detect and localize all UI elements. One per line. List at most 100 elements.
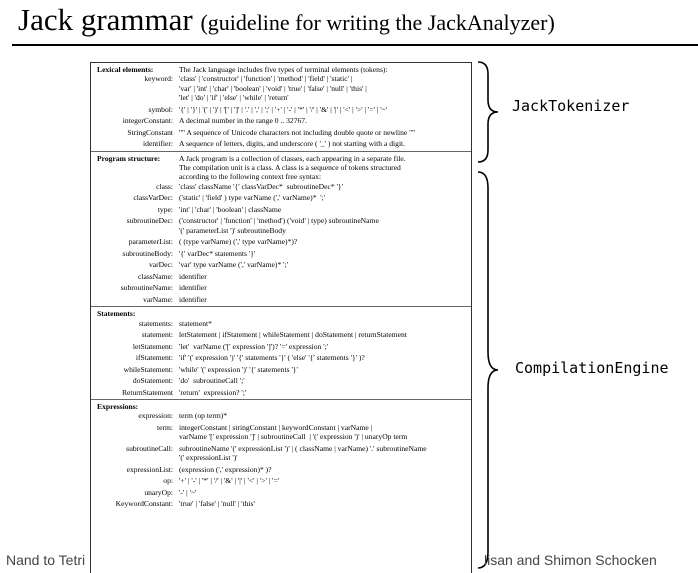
engine-label: CompilationEngine <box>515 359 669 377</box>
rule-definition: term (op term)* <box>179 411 228 421</box>
rule-definition: letStatement | ifStatement | whileStatem… <box>179 330 407 340</box>
rule-definition: '"' A sequence of Unicode characters not… <box>179 127 416 137</box>
footer-right-text: lisan and Shimon Schocken <box>484 552 657 568</box>
grammar-rule-row: subroutineCall: subroutineName '(' expres… <box>91 444 471 463</box>
grammar-table: Lexical elements: The Jack language incl… <box>90 62 472 573</box>
section-intro: The Jack language includes five types of… <box>179 65 388 74</box>
rule-name: statement: <box>141 330 173 340</box>
section-title: Lexical elements: <box>97 65 154 74</box>
rule-name: op: <box>163 476 173 486</box>
section-title: Expressions: <box>97 401 139 411</box>
title-main: Jack grammar <box>18 2 193 37</box>
rule-definition: 'true' | 'false' | 'null' | 'this' <box>179 499 255 509</box>
rule-name: subroutineBody: <box>122 248 173 258</box>
grammar-rule-row: varName: identifier <box>91 295 471 304</box>
rule-definition: 'let' varName ('[' expression ']')? '=' … <box>179 341 329 351</box>
rule-definition: '{' varDec* statements '}' <box>179 248 256 258</box>
title-subtitle: (guideline for writing the JackAnalyzer) <box>200 10 555 35</box>
grammar-rule-row: className: identifier <box>91 272 471 281</box>
grammar-rule-row: ifStatement: 'if' '(' expression ')' '{' … <box>91 353 471 362</box>
tokenizer-label: JackTokenizer <box>512 97 630 115</box>
rule-definition: '{' | '}' | '(' | ')' | '[' | ']' | '.' … <box>179 104 388 114</box>
grammar-rule-row: whileStatement: 'while' '(' expression ')… <box>91 365 471 374</box>
grammar-rule-row: subroutineDec: ('constructor' | 'function… <box>91 216 471 235</box>
rule-definition: ( (type varName) (',' type varName)*)? <box>179 237 298 247</box>
grammar-rule-row: expressionList: (expression (',' expressi… <box>91 465 471 474</box>
grammar-rule-row: subroutineBody: '{' varDec* statements '}… <box>91 249 471 258</box>
rule-name: symbol: <box>148 104 173 114</box>
expressions-section: Expressions: expression: term (op term)* t… <box>91 400 471 511</box>
grammar-rule-row: parameterList:( (type varName) (',' type… <box>91 237 471 246</box>
grammar-rule-row: op:'+' | '-' | '*' | '/' | '&' | '|' | '… <box>91 476 471 485</box>
rule-definition: statement* <box>179 318 212 328</box>
grammar-rule-row: classVarDec: ('static' | 'field' ) type v… <box>91 193 471 202</box>
program-section: Program structure: A Jack program is a c… <box>91 152 471 308</box>
rule-name: expressionList: <box>126 464 173 474</box>
footer-left-text: Nand to Tetri <box>6 552 86 568</box>
program-rows: class:'class' className '{' classVarDec*… <box>91 182 471 304</box>
lexical-section: Lexical elements: The Jack language incl… <box>91 63 471 152</box>
grammar-rule-row: doStatement:'do' subroutineCall ';' <box>91 376 471 385</box>
grammar-rule-row: statements:statement* <box>91 319 471 328</box>
rule-name: type: <box>157 204 173 214</box>
rule-name: ifStatement: <box>135 353 173 363</box>
grammar-rule-row: integerConstant:A decimal number in the … <box>91 116 471 125</box>
rule-definition: (expression (',' expression)* )? <box>179 464 272 474</box>
rule-definition: 'class' | 'constructor' | 'function' | '… <box>179 74 367 103</box>
rule-name: term: <box>156 422 173 432</box>
rule-name: integerConstant: <box>122 116 173 126</box>
lexical-rows: keyword:'class' | 'constructor' | 'funct… <box>91 74 471 148</box>
rule-name: identifier: <box>143 139 173 149</box>
rule-name: whileStatement: <box>123 364 173 374</box>
expressions-rows: expression: term (op term)* term:integerCo… <box>91 411 471 508</box>
rule-name: ReturnStatement <box>121 387 173 397</box>
rule-definition: identifier <box>179 283 207 293</box>
expressions-header-row: Expressions: <box>91 402 471 411</box>
rule-definition: 'return' expression? ';' <box>179 387 247 397</box>
grammar-rule-row: statement: letStatement | ifStatement | w… <box>91 330 471 339</box>
grammar-rule-row: ReturnStatement 'return' expression? ';' <box>91 388 471 397</box>
rule-name: StringConstant <box>127 127 173 137</box>
rule-name: subroutineCall: <box>126 443 173 453</box>
rule-definition: 'while' '(' expression ')' '{' statement… <box>179 364 298 374</box>
rule-definition: ('constructor' | 'function' | 'method') … <box>179 216 379 235</box>
page-title: Jack grammar (guideline for writing the … <box>18 2 555 41</box>
engine-brace <box>477 171 499 569</box>
lexical-header-row: Lexical elements: The Jack language incl… <box>91 65 471 74</box>
rule-name: class: <box>156 181 173 191</box>
title-underline <box>12 44 698 46</box>
rule-name: varDec: <box>148 260 173 270</box>
grammar-rule-row: letStatement:'let' varName ('[' expressi… <box>91 342 471 351</box>
grammar-rule-row: keyword:'class' | 'constructor' | 'funct… <box>91 74 471 102</box>
rule-definition: ('static' | 'field' ) type varName (',' … <box>179 193 326 203</box>
rule-name: classVarDec: <box>133 193 173 203</box>
rule-definition: 'if' '(' expression ')' '{' statements '… <box>179 353 365 363</box>
rule-name: subroutineDec: <box>126 216 173 226</box>
section-title: Program structure: <box>97 153 161 163</box>
rule-name: unaryOp: <box>144 487 173 497</box>
rule-definition: 'var' type varName (',' varName)* ';' <box>179 260 288 270</box>
rule-definition: identifier <box>179 294 207 304</box>
grammar-rule-row: expression: term (op term)* <box>91 411 471 420</box>
rule-definition: subroutineName '(' expressionList ')' | … <box>179 443 427 463</box>
rule-name: className: <box>137 271 173 281</box>
program-header-row: Program structure: A Jack program is a c… <box>91 154 471 182</box>
rule-definition: identifier <box>179 271 207 281</box>
grammar-rule-row: term:integerConstant | stringConstant | … <box>91 423 471 442</box>
rule-name: varName: <box>143 294 173 304</box>
statements-section: Statements: statements:statement*stateme… <box>91 307 471 400</box>
tokenizer-brace <box>477 61 499 163</box>
grammar-rule-row: KeywordConstant: 'true' | 'false' | 'null… <box>91 499 471 508</box>
rule-name: expression: <box>138 411 173 421</box>
rule-definition: 'do' subroutineCall ';' <box>179 376 245 386</box>
rule-definition: A sequence of letters, digits, and under… <box>179 139 406 149</box>
statements-rows: statements:statement* statement: letStatem… <box>91 319 471 397</box>
rule-definition: 'int' | 'char' | 'boolean' | className <box>179 204 282 214</box>
grammar-rule-row: symbol: '{' | '}' | '(' | ')' | '[' | ']'… <box>91 105 471 114</box>
grammar-rule-row: StringConstant '"' A sequence of Unicode … <box>91 128 471 137</box>
grammar-rule-row: identifier: A sequence of letters, digits… <box>91 139 471 148</box>
grammar-rule-row: varDec: 'var' type varName (',' varName)*… <box>91 260 471 269</box>
rule-name: subroutineName: <box>120 283 173 293</box>
section-title: Statements: <box>97 309 136 319</box>
rule-name: KeywordConstant: <box>115 499 173 509</box>
